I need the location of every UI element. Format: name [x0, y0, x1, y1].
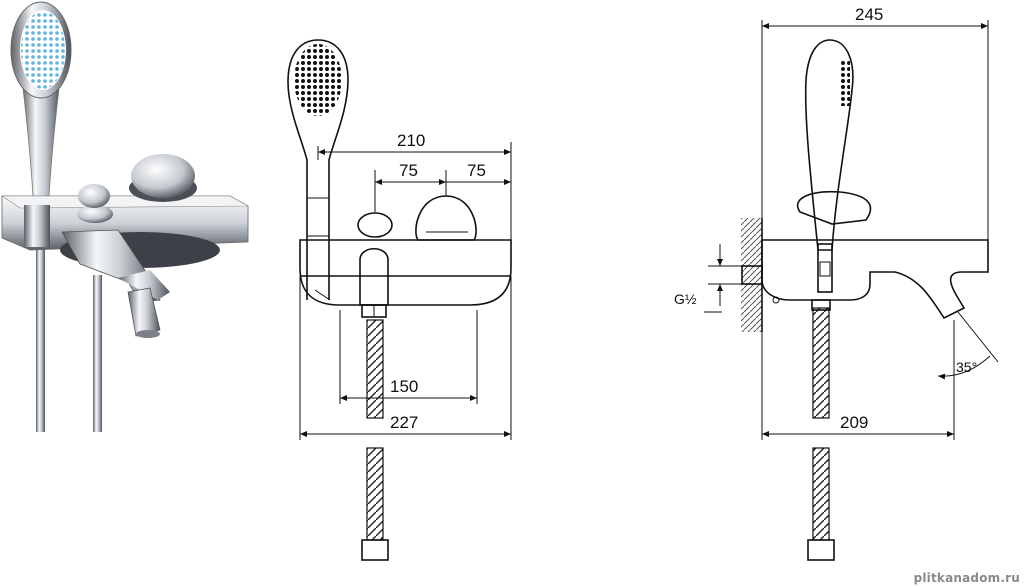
watermark-text: plitkanadom.ru — [913, 571, 1020, 585]
side-view-drawing: 245 209 G½ 35° — [674, 5, 999, 561]
front-view-drawing: 210 75 75 150 227 — [287, 39, 512, 561]
faucet-photo — [1, 1, 250, 432]
hand-shower-icon — [287, 39, 349, 300]
dim-150-label: 150 — [390, 377, 418, 396]
dim-227-label: 227 — [390, 413, 418, 432]
dim-75-left-label: 75 — [399, 161, 418, 180]
dim-209-label: 209 — [840, 413, 868, 432]
wall-hatch-icon — [741, 218, 763, 332]
hose-icon — [361, 319, 389, 561]
dim-210-label: 210 — [397, 131, 425, 150]
dim-thread-label: G½ — [674, 291, 697, 307]
dim-245-label: 245 — [855, 5, 883, 24]
dim-75-right-label: 75 — [467, 161, 486, 180]
dim-angle-label: 35° — [956, 359, 977, 375]
